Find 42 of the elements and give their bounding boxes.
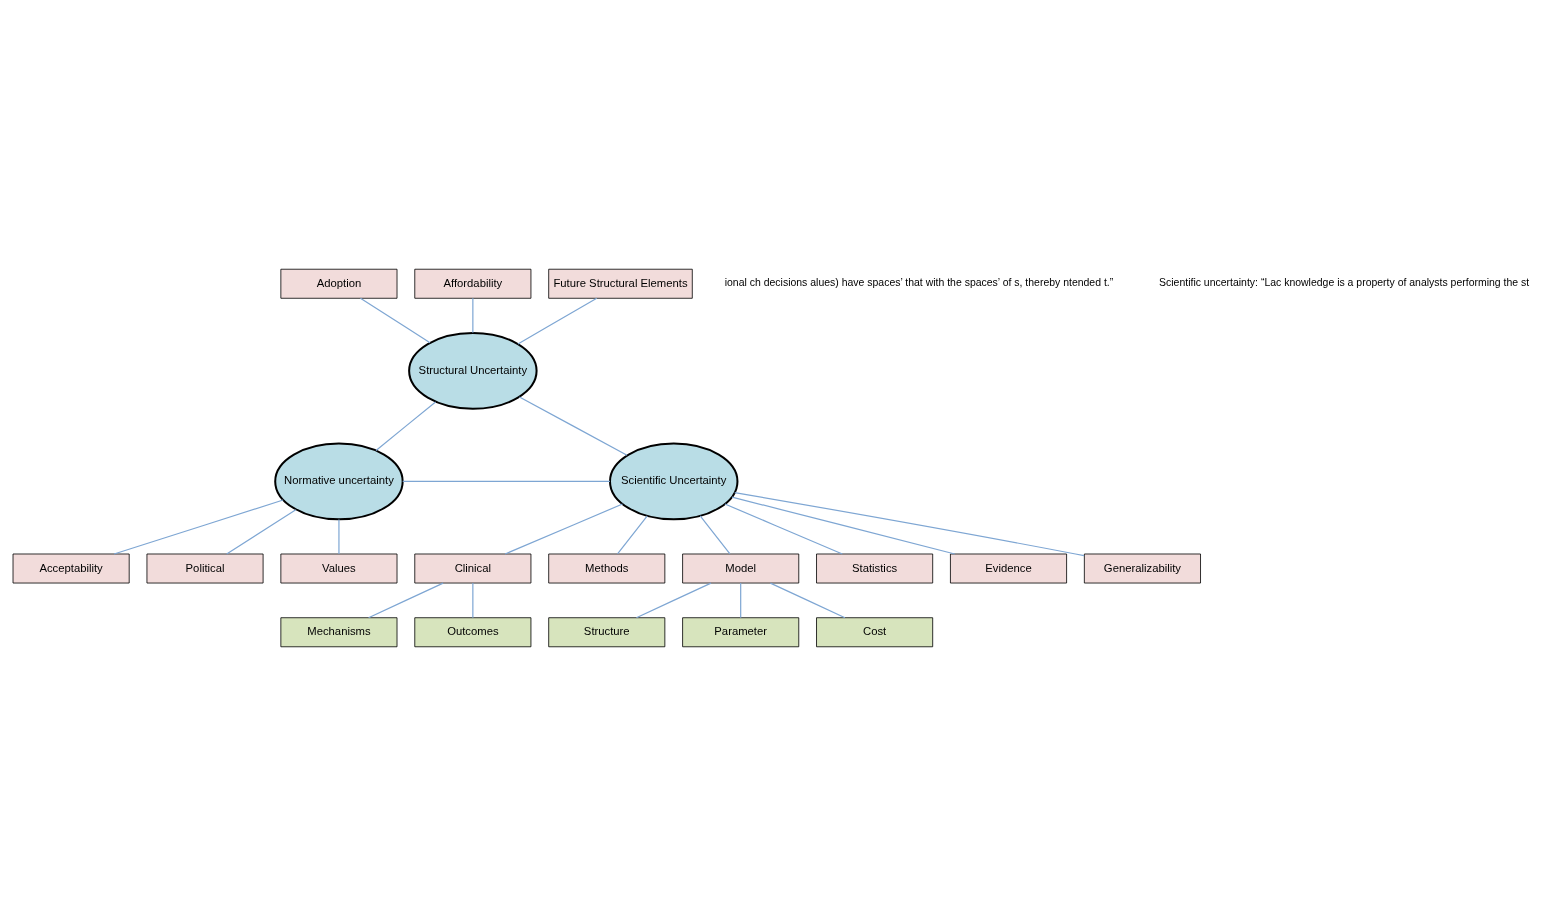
connector bbox=[359, 297, 431, 344]
node-box: Values bbox=[280, 553, 398, 584]
connector bbox=[338, 518, 340, 555]
node-box: Model bbox=[682, 553, 800, 584]
connector bbox=[699, 515, 731, 555]
node-box: Outcomes bbox=[414, 617, 532, 648]
node-box: Affordability bbox=[414, 268, 532, 299]
node-box: Evidence bbox=[950, 553, 1067, 584]
connector bbox=[367, 582, 444, 619]
connector bbox=[724, 503, 843, 555]
label: ional ch decisions alues) have spaces’ that with the spaces’ of s, thereby ntended t.” bbox=[724, 277, 1114, 289]
connector bbox=[616, 515, 648, 555]
connector bbox=[472, 297, 474, 334]
connector bbox=[375, 401, 437, 452]
node-box: Clinical bbox=[414, 553, 532, 584]
node-box: Cost bbox=[816, 617, 934, 648]
connector bbox=[517, 297, 598, 345]
node-box: Statistics bbox=[816, 553, 934, 584]
node-box: Mechanisms bbox=[280, 617, 398, 648]
connector bbox=[113, 499, 284, 555]
node-ellipse: Structural Uncertainty bbox=[408, 331, 538, 410]
connector bbox=[518, 396, 628, 456]
connector bbox=[504, 503, 624, 555]
node-box: Methods bbox=[548, 553, 666, 584]
label: Scientific uncertainty: “Lac knowledge is a property of analysts performing the st bbox=[1159, 277, 1530, 289]
node-box: Political bbox=[146, 553, 264, 584]
node-ellipse: Scientific Uncertainty bbox=[609, 442, 739, 521]
node-box: Structure bbox=[548, 617, 666, 648]
connector bbox=[226, 509, 297, 555]
node-box: Acceptability bbox=[12, 553, 130, 584]
connector bbox=[740, 582, 742, 619]
connector bbox=[734, 492, 1085, 557]
connector bbox=[472, 582, 474, 619]
connector bbox=[402, 480, 611, 482]
node-box: Generalizability bbox=[1083, 553, 1201, 584]
connector bbox=[731, 496, 956, 555]
node-box: Parameter bbox=[682, 617, 800, 648]
node-box: Adoption bbox=[280, 268, 398, 299]
connector bbox=[769, 582, 846, 619]
node-box: Future Structural Elements bbox=[548, 268, 693, 299]
connector bbox=[635, 582, 712, 619]
node-ellipse: Normative uncertainty bbox=[274, 442, 404, 521]
